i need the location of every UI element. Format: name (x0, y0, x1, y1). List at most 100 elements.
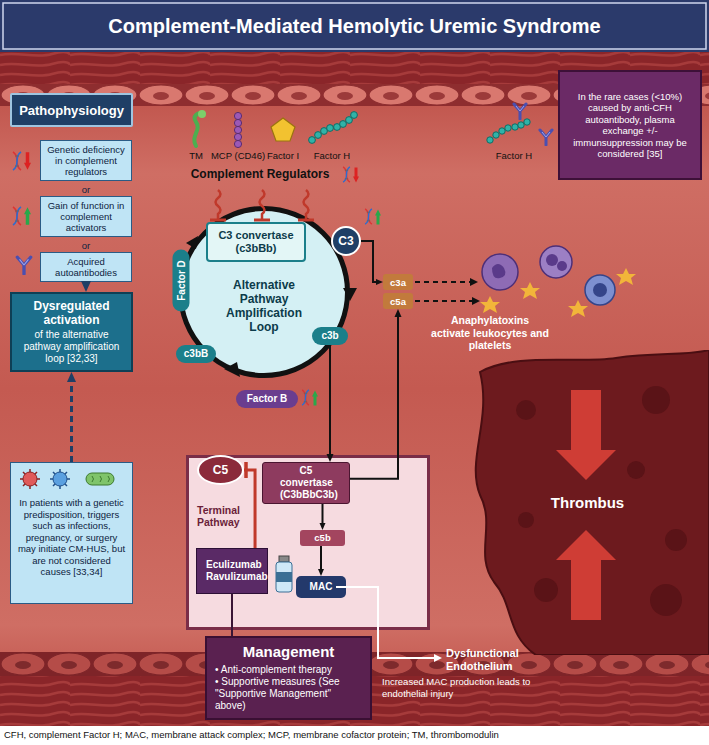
management-box: Management• Anti-complement therapy• Sup… (205, 636, 372, 720)
regulator-icons-part (327, 125, 334, 132)
mac-complex: MAC (296, 576, 346, 598)
label-holder: Complement Regulators (180, 167, 340, 181)
factor-pill: Factor D (173, 250, 190, 312)
convertase-box: C5 convertase (C3bBbC3b) (262, 462, 350, 504)
vessel-lumen (0, 52, 709, 726)
node-text: • Supportive measures (See "Supportive M… (215, 676, 362, 712)
arrowhead (81, 281, 91, 292)
annotation-label: Dysfunctional Endothelium (446, 647, 542, 673)
thrombus-texture (516, 400, 536, 420)
caption-text: CFH, complement Factor H; MAC, membrane … (4, 729, 704, 741)
factor-h-icon-part (487, 137, 493, 143)
drug-vial (276, 556, 292, 592)
node-text: Factor B (247, 393, 288, 405)
label-holder: Factor I (262, 150, 304, 161)
antibody-icons-part (514, 104, 526, 119)
node-text: Genetic deficiency in complement regulat… (44, 144, 128, 177)
connector-line (70, 380, 73, 462)
node-text: • Anti-complement therapy (215, 664, 332, 676)
arrow-connector (81, 281, 91, 292)
thrombus-texture (627, 461, 645, 479)
arrowhead (67, 372, 76, 382)
leukocytes-platelets-part (540, 246, 572, 278)
label-holder: or (66, 240, 106, 251)
regulator-icons-part (340, 121, 347, 128)
label-holder: Factor H (304, 150, 360, 161)
label-holder: Anaphylatoxins activate leukocytes and p… (430, 314, 550, 352)
arrowhead (395, 309, 402, 317)
regulator-icons-part (234, 133, 241, 140)
regulator-icons-part (315, 132, 322, 139)
compression-arrow (556, 530, 616, 620)
dna-icons-part (375, 210, 381, 225)
label-holder: Dysfunctional Endothelium (446, 647, 542, 673)
regulator-icons-part (234, 140, 241, 147)
connector-line (322, 504, 324, 524)
annotation-label: or (66, 240, 106, 251)
label-holder: MCP (CD46) (210, 150, 266, 161)
title-bar: Complement-Mediated Hemolytic Uremic Syn… (0, 0, 709, 52)
component-circle: C3 (331, 226, 361, 256)
regulator-icons (194, 110, 357, 148)
arrowhead (376, 279, 383, 285)
loop-arrowheads-part (343, 288, 357, 301)
inhibition-marks-part (298, 219, 314, 222)
annotation-label: Complement Regulators (180, 167, 340, 181)
label-holder: or (66, 184, 106, 195)
regulator-icons-part (351, 112, 358, 119)
node-text: Eculizumab Ravulizumab (206, 559, 258, 583)
leukocytes-platelets-part (568, 300, 588, 317)
loop-arrowheads-part (224, 362, 240, 377)
inhibition-marks-part (210, 219, 226, 222)
annotation-label: or (66, 184, 106, 195)
node-text: C5 convertase (C3bBbC3b) (280, 465, 332, 501)
node-text: In the rare cases (<10%) caused by anti-… (565, 91, 695, 160)
node-text: MAC (295, 581, 347, 593)
inhibition-connector (244, 462, 255, 548)
inhibition-bar (244, 462, 248, 478)
annotation-label: Anaphylatoxins activate leukocytes and p… (430, 314, 550, 352)
title-bar-part (0, 0, 709, 52)
thrombus-texture (650, 584, 682, 616)
arrowhead (327, 454, 334, 462)
arrowhead (320, 523, 326, 530)
node-text: c5b (297, 532, 349, 544)
regulator-icons-part (194, 113, 202, 146)
trigger-box: In patients with a genetic predispositio… (10, 462, 133, 604)
node-text: Thrombus (551, 494, 624, 511)
mechanism-box: Dysregulated activationof the alternativ… (10, 292, 133, 372)
thrombus-blob: Thrombus (466, 350, 709, 655)
connector-line (244, 470, 255, 548)
dna-icons-part (343, 167, 350, 182)
antibody-icons-part (17, 257, 30, 274)
node-text: Pathophysiology (19, 103, 124, 118)
connector-line (231, 594, 233, 636)
inhibition-marks-part (304, 190, 309, 219)
dna-icons-part (13, 207, 21, 225)
trigger-icons (20, 469, 114, 489)
component-circle: C5 (197, 455, 244, 485)
node-text: Factor D (175, 260, 187, 301)
dashed-activation-arrows-part (415, 300, 472, 302)
node-text: c3b (321, 330, 338, 342)
regulator-icons-part (334, 124, 341, 131)
drug-box: Eculizumab Ravulizumab (196, 548, 268, 594)
dashed-activation-arrows-part (415, 281, 470, 283)
drug-vial-part (276, 562, 292, 592)
loop-arrowheads (186, 236, 357, 377)
dashed-activation-arrows-part (470, 278, 478, 286)
factor-h-icon-part (512, 124, 518, 130)
caption-ground-part (0, 726, 709, 745)
thrombus-outline (476, 350, 709, 655)
dashed-activation-arrows-part (472, 297, 480, 305)
dna-icons-part (24, 207, 31, 225)
regulator-icons-part (234, 119, 241, 126)
leukocytes-platelets-part (480, 296, 500, 313)
drug-vial-part (279, 556, 289, 562)
leukocytes-platelets-part (616, 268, 636, 285)
arrow-connector (327, 345, 334, 462)
arrowhead (318, 569, 324, 576)
leukocytes-platelets-part (482, 254, 518, 290)
vessel-lumen-part (0, 52, 709, 726)
dna-icons-part (312, 391, 318, 406)
